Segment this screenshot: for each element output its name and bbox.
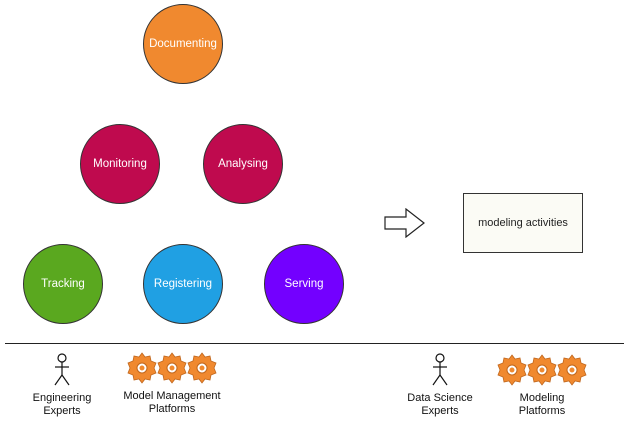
gear-icon <box>157 352 187 384</box>
gears-icon-group <box>127 352 217 384</box>
gear-icon <box>557 354 587 386</box>
activity-analysing: Analysing <box>203 124 283 204</box>
engineering-experts-label: Engineering Experts <box>32 392 92 417</box>
box-label: modeling activities <box>478 217 568 229</box>
activity-documenting: Documenting <box>143 4 223 84</box>
gear-icon <box>187 352 217 384</box>
activity-label: Monitoring <box>93 158 147 170</box>
modeling-platforms-label: Modeling Platforms <box>518 392 566 417</box>
right-arrow-icon <box>384 208 425 238</box>
activity-monitoring: Monitoring <box>80 124 160 204</box>
activity-label: Analysing <box>218 158 268 170</box>
modeling-activities-box: modeling activities <box>463 193 583 253</box>
stick-figure-icon <box>432 353 448 386</box>
gear-icon <box>527 354 557 386</box>
stick-figure-icon <box>54 353 70 386</box>
model-management-platforms-label: Model Management Platforms <box>123 390 221 415</box>
activity-tracking: Tracking <box>23 244 103 324</box>
data-science-experts-label: Data Science Experts <box>407 392 473 417</box>
divider-line <box>5 343 624 344</box>
gear-icon <box>497 354 527 386</box>
activity-registering: Registering <box>143 244 223 324</box>
activity-serving: Serving <box>264 244 344 324</box>
activity-label: Serving <box>284 278 324 290</box>
activity-label: Registering <box>153 278 213 290</box>
gear-icon <box>127 352 157 384</box>
gears-icon-group <box>497 354 587 386</box>
activity-label: Documenting <box>149 38 217 50</box>
activity-label: Tracking <box>41 278 85 290</box>
